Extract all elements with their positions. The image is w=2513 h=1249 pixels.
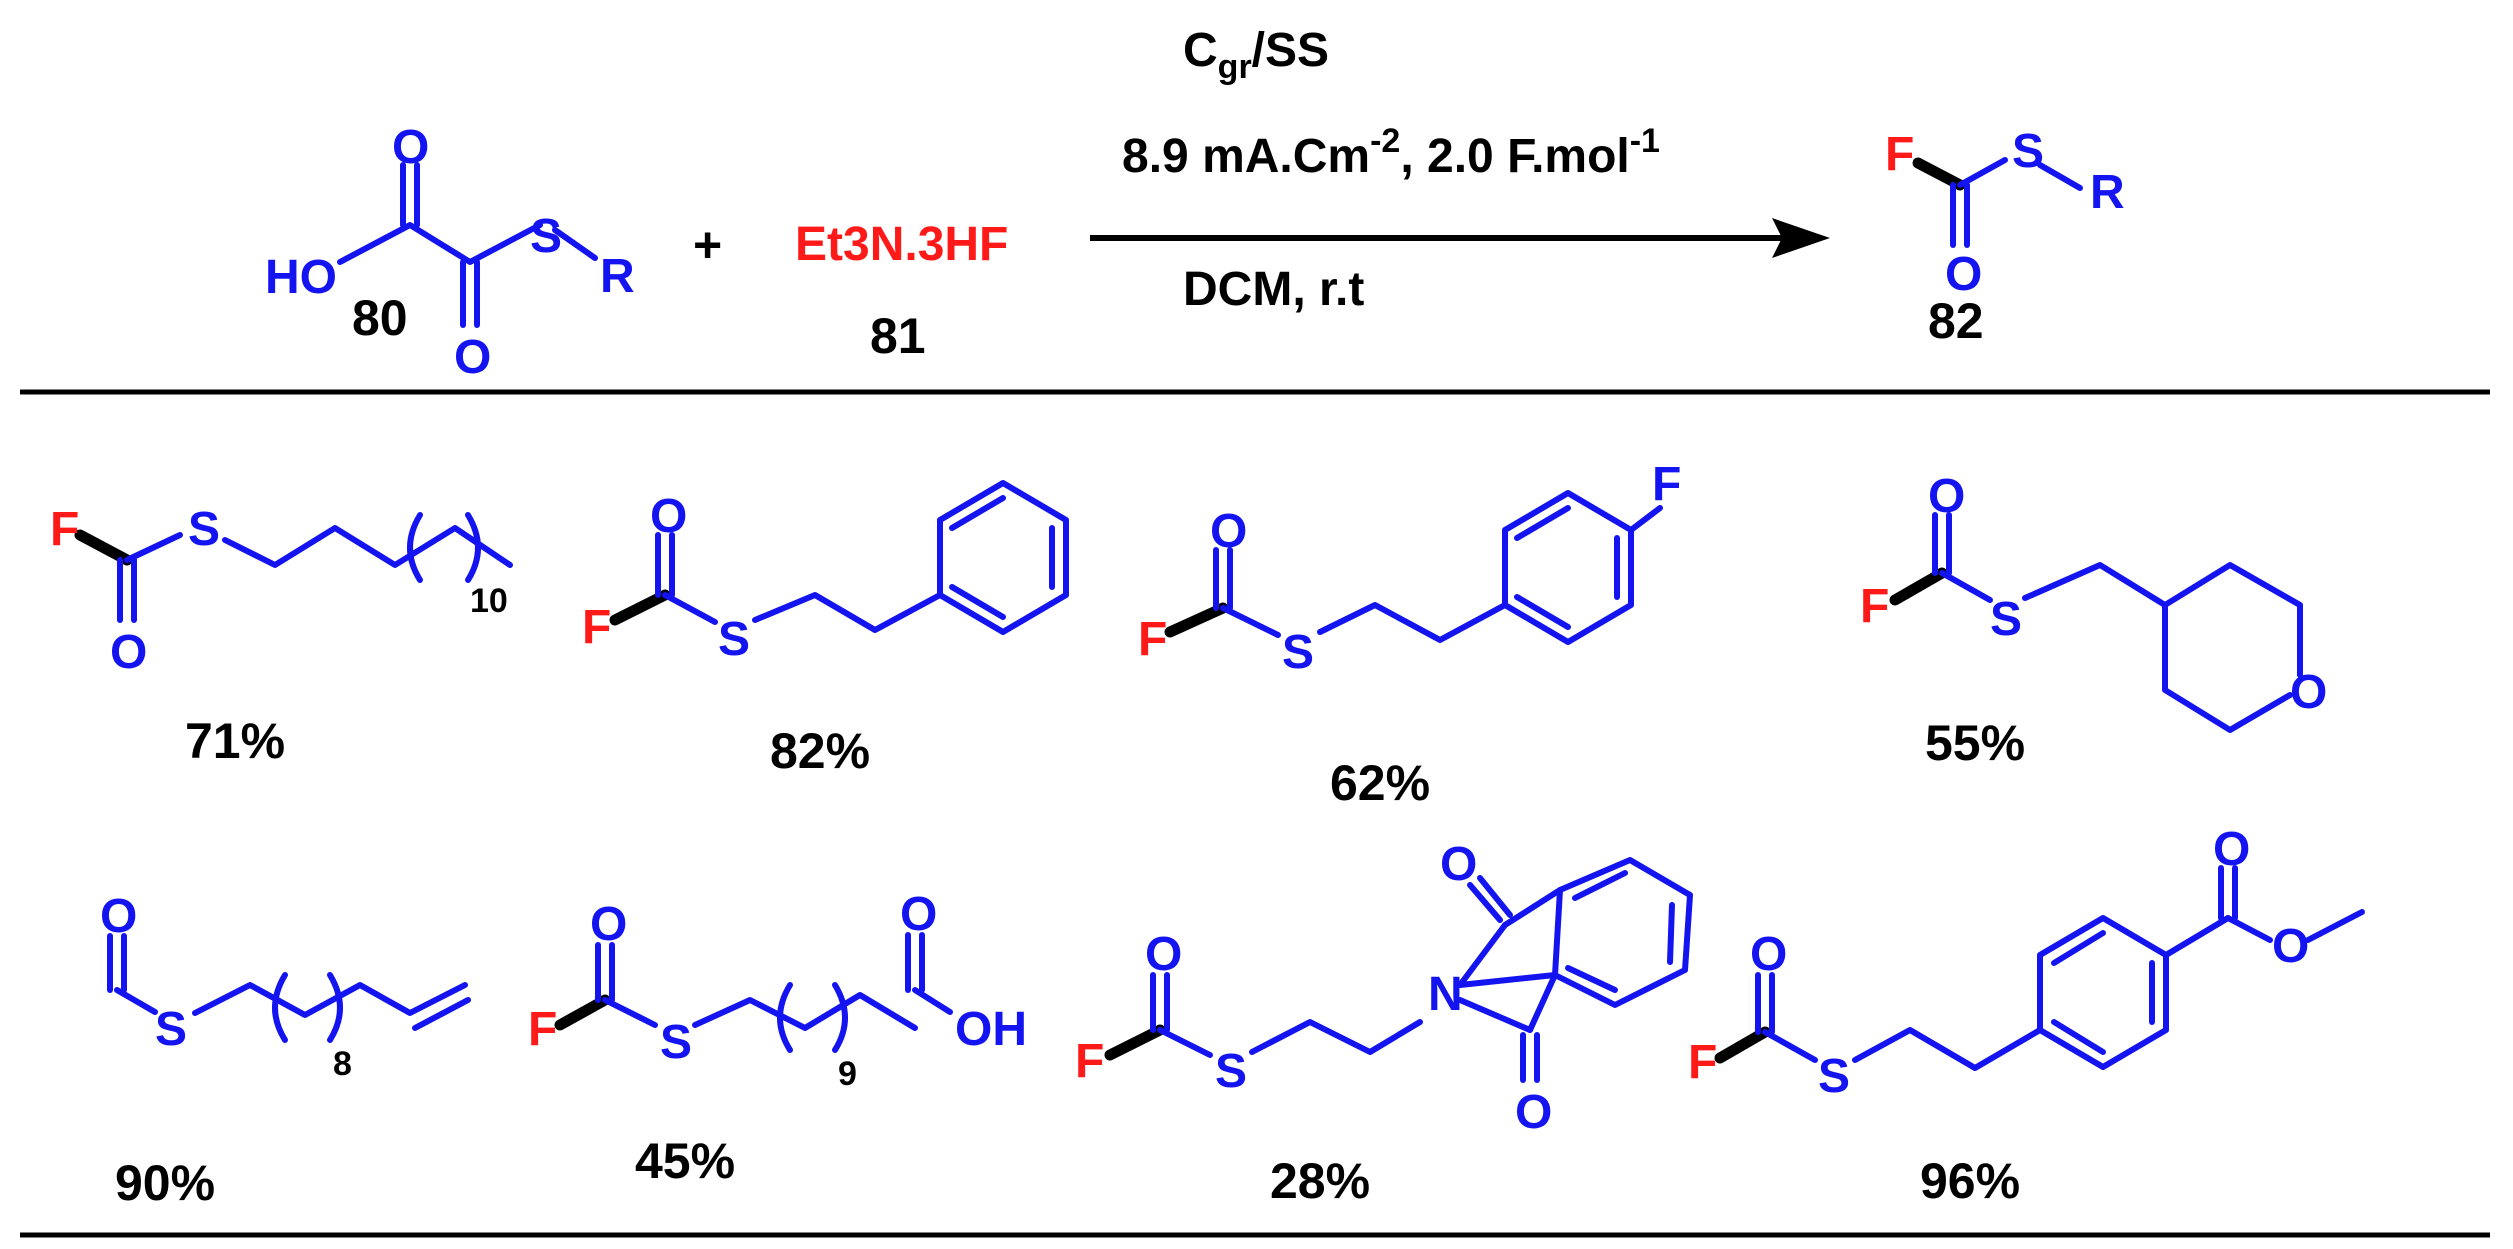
compound-label-82: 82 [1928,293,1984,349]
atom-o: O [590,898,627,951]
yield: 82% [770,723,870,779]
reaction-arrow [1090,218,1830,258]
atom-s: S [1818,1050,1850,1103]
atom-o: O [392,121,429,174]
atom-f: F [50,503,79,556]
yield: 71% [185,713,285,769]
atom-oh: OH [955,1003,1027,1056]
conditions-current: 8.9 mA.Cm-2, 2.0 F.mol-1 [1122,122,1660,183]
repeat-count: 9 [838,1055,857,1093]
atom-s: S [1282,626,1314,679]
product-82: F S R O 82 [1885,125,2125,349]
atom-o: O [100,890,137,943]
reaction-conditions: Cgr/SS 8.9 mA.Cm-2, 2.0 F.mol-1 DCM, r.t [1122,24,1660,316]
atom-o: O [2272,920,2309,973]
atom-s: S [155,1003,187,1056]
conditions-electrodes: Cgr/SS [1183,24,1329,86]
yield: 45% [635,1133,735,1189]
atom-f: F [1885,128,1914,181]
product-phthalimidoethyl: F S O N O O 28% [1075,838,1693,1209]
yield: 28% [1270,1153,1370,1209]
atom-f: F [1138,613,1167,666]
product-dodecyl: F S O 10 71% [50,503,513,769]
plus-sign: + [693,217,722,273]
atom-f: F [1075,1035,1104,1088]
atom-o: O [110,626,147,679]
atom-o: O [454,331,491,384]
atom-o: O [2213,823,2250,876]
atom-s: S [530,210,562,263]
atom-s: S [188,503,220,556]
atom-o: O [2290,666,2327,719]
conditions-solvent: DCM, r.t [1183,263,1364,316]
atom-f: F [1652,458,1681,511]
product-carboxyundecyl: F S O O OH 9 45% [528,888,1027,1189]
product-undecenyl: O S 8 90% [100,890,471,1211]
reactant-80: HO O O S R 80 [265,121,635,384]
product-methoxycarbonylphenethyl: F S O O O 96% [1688,823,2365,1209]
atom-f: F [528,1003,557,1056]
atom-o: O [1945,248,1982,301]
atom-o: O [1145,928,1182,981]
atom-o: O [650,490,687,543]
atom-r: R [600,250,635,303]
yield: 90% [115,1155,215,1211]
repeat-count: 8 [333,1045,352,1083]
atom-o: O [900,888,937,941]
atom-o: O [1928,470,1965,523]
atom-o: O [1440,838,1477,891]
atom-s: S [660,1016,692,1069]
yield: 62% [1330,755,1430,811]
atom-f: F [1688,1036,1717,1089]
product-oxanylmethyl: F S O O 55% [1860,470,2327,771]
atom-ho: HO [265,251,337,304]
compound-label-81: 81 [870,308,926,364]
reagent-81: Et3N.3HF 81 [795,218,1008,364]
yield: 96% [1920,1153,2020,1209]
atom-n: N [1428,968,1463,1021]
atom-f: F [1860,580,1889,633]
repeat-count: 10 [470,582,508,620]
product-phenethyl: F S O 82% [582,480,1069,779]
atom-f: F [582,601,611,654]
yield: 55% [1925,715,2025,771]
product-fluorophenethyl: F S O F 62% [1138,458,1681,811]
atom-o: O [1750,928,1787,981]
compound-label-80: 80 [352,290,408,346]
atom-r: R [2090,166,2125,219]
atom-s: S [1990,593,2022,646]
atom-s: S [718,613,750,666]
atom-s: S [1215,1045,1247,1098]
atom-o: O [1515,1086,1552,1139]
atom-o: O [1210,505,1247,558]
atom-s: S [2012,125,2044,178]
reagent-name: Et3N.3HF [795,218,1008,271]
